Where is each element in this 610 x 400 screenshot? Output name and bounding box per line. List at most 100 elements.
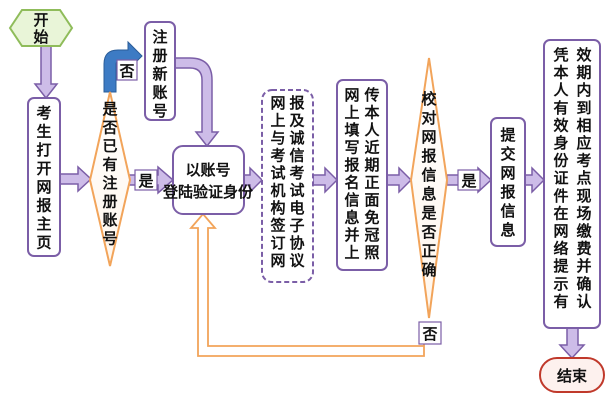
- confirm-payment-char: 凭: [552, 46, 568, 64]
- verify-char: 确: [421, 261, 436, 279]
- fill-info-char: 本: [364, 104, 379, 122]
- login-verify-label-line2: 登陆验证身份: [162, 183, 254, 201]
- sign-agreement-char: 上: [270, 112, 285, 130]
- open-homepage-char: 主: [36, 215, 51, 233]
- fill-info-char: 免: [364, 209, 379, 227]
- has-account-char: 有: [102, 156, 117, 174]
- sign-agreement-char: 考: [289, 164, 304, 182]
- no-register-label: 否: [118, 62, 134, 80]
- sign-agreement-char: 签: [269, 217, 286, 235]
- fill-info-char: 冠: [364, 226, 379, 244]
- open-homepage-box: [27, 97, 61, 257]
- arrow-register-to-login: [173, 57, 220, 148]
- start-label-line2: 始: [33, 28, 48, 46]
- sign-agreement-char: 机: [270, 182, 285, 200]
- confirm-payment-char: 缴: [576, 222, 592, 240]
- sign-agreement-char: 试: [270, 164, 285, 182]
- has-account-char: 册: [102, 193, 117, 211]
- submit-info-char: 交: [500, 145, 515, 163]
- confirm-payment-char: 内: [576, 81, 591, 99]
- has-account-char: 是: [101, 100, 118, 118]
- sign-agreement-char: 信: [289, 147, 304, 165]
- sign-agreement-char: 电: [289, 199, 304, 217]
- fill-info-char: 名: [344, 174, 359, 192]
- confirm-payment-char: 身: [553, 134, 568, 152]
- sign-agreement-char: 构: [270, 199, 285, 217]
- confirm-payment-char: 应: [576, 134, 591, 152]
- sign-agreement-box: [261, 89, 314, 283]
- fill-info-char: 填: [344, 121, 359, 139]
- verify-char: 校: [421, 90, 437, 108]
- confirm-payment-box: [543, 39, 601, 329]
- submit-info-char: 报: [500, 183, 515, 201]
- confirm-payment-char: 证: [553, 169, 568, 187]
- sign-agreement-char: 订: [270, 234, 285, 252]
- arrow-confirm-to-end: [558, 326, 586, 360]
- register-account-box: [144, 21, 176, 121]
- confirm-payment-char: 并: [576, 257, 591, 275]
- has-account-char: 账: [102, 211, 117, 229]
- sign-agreement-char: 报: [289, 94, 304, 112]
- submit-info-box: [490, 117, 526, 247]
- fill-info-char: 并: [344, 226, 359, 244]
- submit-info-char: 信: [500, 202, 515, 220]
- fill-info-char: 信: [344, 191, 359, 209]
- open-homepage-char: 网: [36, 178, 51, 196]
- fill-info-char: 写: [344, 139, 359, 157]
- confirm-payment-char: 费: [576, 240, 591, 258]
- sign-agreement-char: 及: [289, 112, 305, 130]
- verify-char: 网: [421, 128, 436, 146]
- sign-agreement-char: 试: [289, 182, 304, 200]
- confirm-payment-char: 有: [553, 292, 568, 310]
- login-verify-label-line1: 以账号: [185, 161, 230, 179]
- confirm-payment-char: 场: [576, 204, 591, 222]
- arrow-submit-to-confirm: [524, 166, 546, 194]
- start-label-line1: 开: [33, 11, 48, 29]
- submit-info-char: 息: [500, 221, 515, 239]
- yes-login-label: 是: [137, 172, 154, 190]
- fill-info-box: [336, 79, 388, 271]
- arrow-homepage-to-decision: [56, 165, 93, 193]
- confirm-payment-char: 点: [576, 169, 591, 187]
- has-account-decision: [88, 91, 132, 267]
- confirm-payment-char: 效: [553, 116, 569, 134]
- fill-info-char: 上: [344, 104, 359, 122]
- register-account-char: 册: [152, 47, 167, 65]
- end-label: 结束: [557, 367, 588, 385]
- confirm-payment-char: 考: [576, 152, 591, 170]
- fill-info-char: 息: [344, 209, 359, 227]
- sign-agreement-char: 网: [270, 252, 285, 270]
- yes-submit-label: 是: [460, 172, 477, 190]
- fill-info-char: 报: [344, 156, 359, 174]
- confirm-payment-char: 到: [576, 99, 591, 117]
- open-homepage-char: 开: [36, 160, 51, 178]
- verify-char: 否: [420, 223, 436, 241]
- fill-info-char: 传: [363, 86, 379, 104]
- sign-agreement-char: 协: [289, 234, 304, 252]
- confirm-payment-char: 认: [576, 292, 592, 310]
- fill-info-char: 上: [344, 244, 359, 262]
- fill-info-char: 近: [364, 139, 379, 157]
- fill-info-char: 面: [364, 191, 379, 209]
- fill-info-char: 正: [364, 174, 379, 192]
- sign-agreement-char: 考: [270, 147, 285, 165]
- arrow-agreement-to-fill: [312, 166, 339, 194]
- fill-info-char: 期: [364, 156, 379, 174]
- submit-info-char: 网: [500, 164, 515, 182]
- yes-login-label-box: [134, 169, 158, 191]
- start-node: [8, 9, 74, 47]
- confirm-payment-char: 络: [553, 240, 568, 258]
- has-account-char: 注: [102, 174, 117, 192]
- verify-char: 信: [421, 166, 436, 184]
- sign-agreement-char: 子: [289, 217, 304, 235]
- open-homepage-char: 页: [36, 234, 51, 252]
- arrow-fill-to-verify: [386, 166, 413, 194]
- fill-info-char: 照: [364, 244, 379, 262]
- register-account-char: 注: [152, 28, 167, 46]
- submit-info-char: 提: [500, 126, 516, 144]
